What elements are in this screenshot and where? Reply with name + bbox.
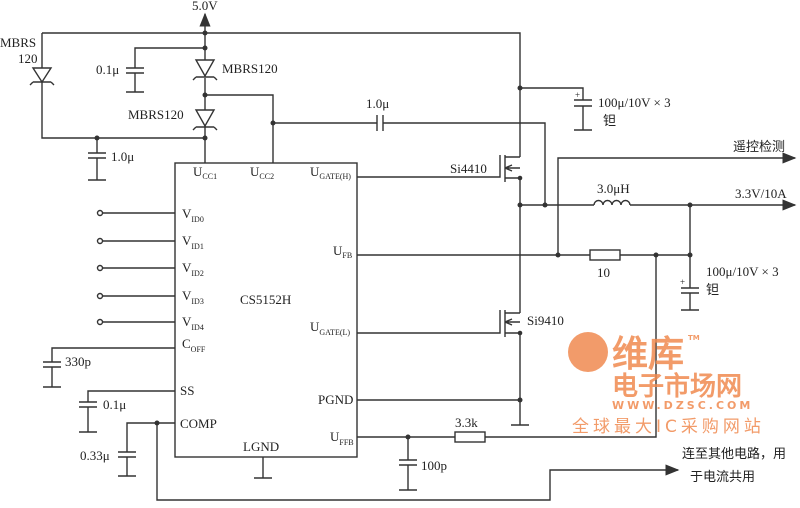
polarity-plus: + <box>575 90 580 100</box>
supply-label: 5.0V <box>192 0 218 13</box>
watermark-brand: 维库 <box>612 334 684 375</box>
lgnd-ground <box>254 457 272 479</box>
remote-sense-line: 遥控检测 <box>557 139 797 255</box>
watermark-circle-icon <box>568 332 608 372</box>
cap-output: + 100μ/10V × 3 钽 <box>680 264 779 297</box>
diode-lower: MBRS120 <box>128 107 218 131</box>
resistor-sense-label: 10 <box>597 265 610 280</box>
vid1-terminal[interactable] <box>96 237 104 245</box>
cap-coff-label: 330p <box>65 354 91 369</box>
diode-upper: MBRS120 <box>192 59 278 81</box>
mosfet-si9410: Si9410 <box>357 205 564 426</box>
cap-input-label: 100μ/10V × 3 <box>598 95 671 110</box>
resistor-sense: 10 <box>357 205 699 311</box>
cap-ffb-label: 100p <box>421 458 447 473</box>
watermark-name: 电子市场网 <box>612 371 742 402</box>
pin-pgnd: PGND <box>318 392 353 407</box>
vid3-terminal[interactable] <box>96 292 104 300</box>
chip-cs5152h <box>174 162 358 458</box>
watermark-slogan: 全球最大IC采购网站 <box>572 417 765 437</box>
diode-left: MBRS 120 <box>0 33 205 139</box>
vid2-terminal[interactable] <box>96 264 104 272</box>
resistor-ffb-label: 3.3k <box>455 415 478 430</box>
inductor: 3.0μH 3.3V/10A <box>520 181 795 205</box>
diode-left-label-bottom: 120 <box>18 51 38 66</box>
pin-ufb: UFB <box>333 243 352 260</box>
junction-dot <box>517 85 523 91</box>
mosfet-low-label: Si9410 <box>527 313 564 328</box>
cap-left-label: 1.0μ <box>111 149 134 164</box>
pin-vid0: VID0 <box>182 206 204 224</box>
watermark-url: WWW.DZSC.COM <box>612 399 753 412</box>
pin-uffb: UFFB <box>330 429 354 447</box>
junction-dot <box>517 330 523 336</box>
junction-dot <box>542 202 548 208</box>
top-rail <box>42 32 521 157</box>
polarity-plus: + <box>680 277 685 287</box>
pin-ugate-h: UGATE(H) <box>310 164 351 181</box>
cap-output-label: 100μ/10V × 3 <box>706 264 779 279</box>
ucc2-line <box>205 94 274 163</box>
cap-comp: 0.33μ <box>80 422 175 477</box>
vid4-terminal[interactable] <box>96 318 104 326</box>
pin-vid4: VID4 <box>182 314 204 332</box>
pin-vid1: VID1 <box>182 233 204 251</box>
cap-coff: 330p <box>43 347 175 388</box>
share-label-line2: 于电流共用 <box>690 469 755 484</box>
cap-output-type: 钽 <box>706 282 719 297</box>
diode-upper-label: MBRS120 <box>222 61 278 76</box>
pin-lgnd: LGND <box>243 439 279 454</box>
cap-input: + 100μ/10V × 3 钽 <box>520 87 671 131</box>
supply-5v: 5.0V <box>192 0 218 33</box>
pin-coff: COFF <box>182 336 206 354</box>
cap-ss-label: 0.1μ <box>103 397 126 412</box>
watermark-tm: TM <box>688 334 700 342</box>
current-share-line: 连至其他电路，用 于电流共用 <box>156 423 786 501</box>
cap-boot: 1.0μ <box>273 96 546 205</box>
pin-comp: COMP <box>180 416 217 431</box>
remote-sense-label: 遥控检测 <box>733 139 785 154</box>
mosfet-high-label: Si4410 <box>450 161 487 176</box>
cap-top-label: 0.1μ <box>96 62 119 77</box>
cap-ss: 0.1μ <box>79 390 175 433</box>
junction-dot <box>517 175 523 181</box>
pin-vid2: VID2 <box>182 260 204 278</box>
junction-dot <box>517 397 523 403</box>
cap-ffb: 100p <box>399 437 447 491</box>
cap-boot-label: 1.0μ <box>366 96 389 111</box>
pin-ucc2: UCC2 <box>250 164 274 181</box>
share-label-line1: 连至其他电路，用 <box>682 446 786 461</box>
pin-vid3: VID3 <box>182 288 204 306</box>
cap-input-type: 钽 <box>603 113 616 128</box>
junction-dot <box>687 252 693 258</box>
vout-label: 3.3V/10A <box>735 186 787 201</box>
pin-ucc1: UCC1 <box>193 164 217 181</box>
vid-pins <box>96 209 175 326</box>
junction-dot <box>202 135 208 141</box>
cap-top: 0.1μ <box>96 47 205 93</box>
vid0-terminal[interactable] <box>96 209 104 217</box>
diode-lower-label: MBRS120 <box>128 107 184 122</box>
pin-ss: SS <box>180 383 194 398</box>
chip-name: CS5152H <box>240 292 291 307</box>
cap-left: 1.0μ <box>88 138 134 181</box>
inductor-label: 3.0μH <box>597 181 630 196</box>
pin-ugate-l: UGATE(L) <box>310 319 350 337</box>
diode-left-label-top: MBRS <box>0 35 36 50</box>
watermark-logo: 维库 TM 电子市场网 WWW.DZSC.COM 全球最大IC采购网站 <box>568 332 765 437</box>
junction-dot <box>555 252 561 258</box>
mosfet-si4410: Si4410 <box>357 155 521 205</box>
cap-comp-label: 0.33μ <box>80 448 110 463</box>
